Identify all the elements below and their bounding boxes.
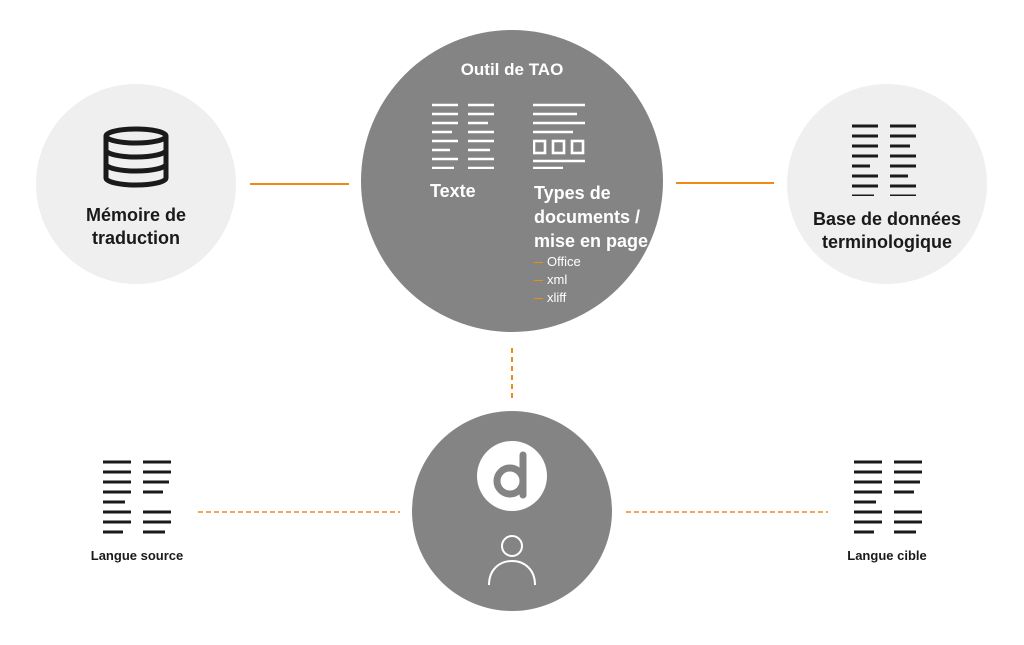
format-item-xliff: xliff bbox=[534, 290, 566, 305]
target-text-icon bbox=[854, 460, 922, 534]
tao-types-line2: documents / bbox=[534, 207, 641, 227]
d-logo-icon bbox=[477, 441, 547, 511]
termbase-label-line1: Base de données bbox=[812, 209, 962, 229]
tao-title: Outil de TAO bbox=[460, 60, 564, 79]
memory-label-line2: traduction bbox=[92, 228, 180, 248]
bullet-dash bbox=[534, 261, 543, 264]
text-document-icon bbox=[432, 103, 494, 169]
bullet-dash bbox=[534, 297, 543, 300]
layout-document-icon bbox=[533, 103, 587, 169]
memory-label: Mémoire de traduction bbox=[56, 204, 216, 250]
format-item-label: xliff bbox=[547, 290, 567, 305]
source-text-icon bbox=[103, 460, 171, 534]
bullet-dash bbox=[534, 279, 543, 282]
database-icon bbox=[100, 126, 172, 190]
target-label: Langue cible bbox=[847, 548, 927, 563]
format-item-xml: xml bbox=[534, 272, 567, 287]
person-icon bbox=[487, 534, 537, 586]
termbase-label-line2: terminologique bbox=[822, 232, 952, 252]
memory-label-line1: Mémoire de bbox=[85, 205, 187, 225]
format-item-office: Office bbox=[534, 254, 581, 269]
tao-node bbox=[361, 30, 663, 332]
tao-types-line3: mise en page bbox=[534, 231, 649, 251]
source-label: Langue source bbox=[90, 548, 184, 563]
termbase-node bbox=[787, 84, 987, 284]
text-columns-icon bbox=[852, 124, 920, 196]
format-item-label: xml bbox=[547, 272, 568, 287]
format-item-label: Office bbox=[547, 254, 581, 269]
tao-types-line1: Types de bbox=[534, 183, 611, 203]
tao-text-label: Texte bbox=[430, 181, 476, 201]
tao-types-label: Types de documents / mise en page bbox=[534, 181, 648, 253]
termbase-label: Base de données terminologique bbox=[792, 208, 982, 254]
